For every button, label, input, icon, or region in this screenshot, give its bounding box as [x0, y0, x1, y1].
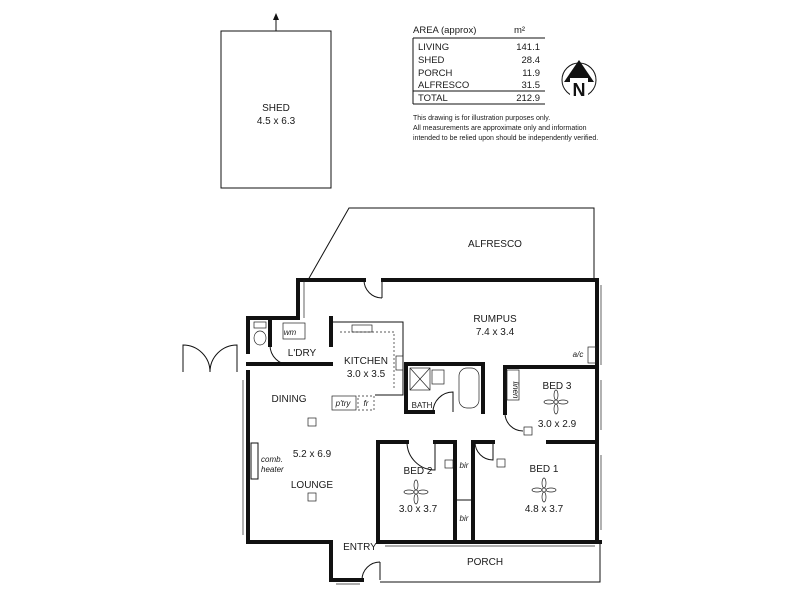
pantry-label: p'try	[335, 399, 352, 408]
disclaimer-line: intended to be relied upon should be ind…	[413, 135, 598, 142]
door-swing	[406, 441, 436, 471]
cooktop-icon	[395, 355, 404, 371]
porch-outline	[380, 542, 601, 583]
area-row-value: 141.1	[516, 42, 540, 53]
shower-icon	[409, 367, 431, 391]
ac-label: a/c	[573, 350, 584, 359]
shed: SHED 4.5 x 6.3	[220, 13, 332, 189]
dining-label: DINING	[272, 394, 307, 405]
area-row-label: PORCH	[418, 68, 452, 79]
shed-arrow-icon	[273, 13, 279, 20]
area-row-label: ALFRESCO	[418, 80, 469, 91]
area-table-unit: m²	[514, 25, 525, 36]
kitchen-fixtures	[282, 321, 404, 411]
disclaimer-line: This drawing is for illustration purpose…	[413, 115, 550, 122]
toilet-icon	[253, 330, 267, 346]
windows	[242, 280, 602, 585]
rumpus-dims: 7.4 x 3.4	[476, 327, 515, 338]
bed3-dims: 3.0 x 2.9	[538, 419, 577, 430]
bed1-label: BED 1	[530, 464, 559, 475]
door-swing	[182, 344, 211, 373]
area-table-title: AREA (approx)	[413, 25, 476, 36]
compass-letter-bg	[570, 78, 588, 98]
bir-label: bir	[460, 461, 469, 470]
linen-cupboard	[506, 369, 520, 401]
area-row-label: SHED	[418, 55, 445, 66]
ceiling-fan-icon	[543, 389, 569, 415]
heater-label-1: comb.	[261, 455, 283, 464]
disclaimer-line: All measurements are approximate only an…	[413, 125, 587, 132]
vent-icon	[444, 459, 454, 469]
fridge-label: fr	[364, 399, 369, 408]
door-swing	[361, 561, 381, 581]
washing-machine-icon	[282, 322, 306, 340]
porch-label: PORCH	[467, 557, 503, 568]
ceiling-fan-icon	[403, 479, 429, 505]
rumpus-label: RUMPUS	[473, 314, 517, 325]
laundry-fixtures	[253, 321, 267, 346]
sink-icon	[351, 324, 373, 333]
bed2-label: BED 2	[404, 466, 433, 477]
shed-label: SHED	[262, 103, 290, 114]
ac-unit-icon	[587, 346, 597, 364]
kitchen-dims: 3.0 x 3.5	[347, 369, 386, 380]
disclaimer: This drawing is for illustration purpose…	[413, 115, 598, 142]
vent-icon	[496, 458, 506, 468]
walls	[246, 278, 602, 582]
alfresco-outline	[307, 207, 595, 281]
door-swing	[269, 344, 291, 366]
bathtub-icon	[458, 367, 480, 409]
north-compass-icon: N	[561, 60, 597, 100]
compass-letter: N	[573, 80, 586, 100]
lounge-label: LOUNGE	[291, 480, 334, 491]
area-total-value: 212.9	[516, 93, 540, 104]
shed-dims: 4.5 x 6.3	[257, 116, 296, 127]
area-row-label: LIVING	[418, 42, 449, 53]
door-swing	[504, 412, 524, 432]
bath-fixtures	[409, 367, 520, 409]
door-swing	[432, 391, 454, 413]
bed2-dims: 3.0 x 3.7	[399, 504, 438, 515]
area-total-label: TOTAL	[418, 93, 448, 104]
vent-icon	[307, 417, 317, 427]
kitchen-label: KITCHEN	[344, 356, 388, 367]
area-row-value: 28.4	[522, 55, 541, 66]
linen-label: linen	[511, 382, 520, 399]
heater-label-2: heater	[261, 465, 284, 474]
bed1-dims: 4.8 x 3.7	[525, 504, 564, 515]
wm-label: wm	[284, 328, 297, 337]
vent-icon	[307, 492, 317, 502]
heater-icon	[250, 442, 259, 480]
area-row-value: 31.5	[522, 80, 541, 91]
toilet-cistern-icon	[253, 321, 267, 329]
fridge-box	[357, 395, 375, 411]
vanity-icon	[431, 369, 445, 385]
bath-label: BATH	[412, 401, 433, 410]
area-table: AREA (approx) m² LIVING 141.1 SHED 28.4 …	[412, 25, 545, 105]
doors	[182, 279, 524, 581]
entry-label: ENTRY	[343, 542, 377, 553]
area-row-value: 11.9	[522, 68, 540, 79]
ceiling-fan-icon	[531, 477, 557, 503]
shower-cross	[409, 367, 431, 391]
pantry-box	[331, 395, 357, 411]
door-swing	[363, 279, 383, 299]
bed3-label: BED 3	[543, 381, 572, 392]
laundry-label: L'DRY	[288, 348, 317, 359]
door-swing	[209, 344, 238, 373]
bir-label: bir	[460, 514, 469, 523]
compass-arrow	[564, 60, 594, 82]
door-swing	[474, 441, 494, 461]
vent-icon	[523, 426, 533, 436]
alfresco-label: ALFRESCO	[468, 239, 522, 250]
lounge-dims: 5.2 x 6.9	[293, 449, 332, 460]
vents	[307, 417, 533, 502]
alfresco: ALFRESCO	[307, 207, 595, 281]
